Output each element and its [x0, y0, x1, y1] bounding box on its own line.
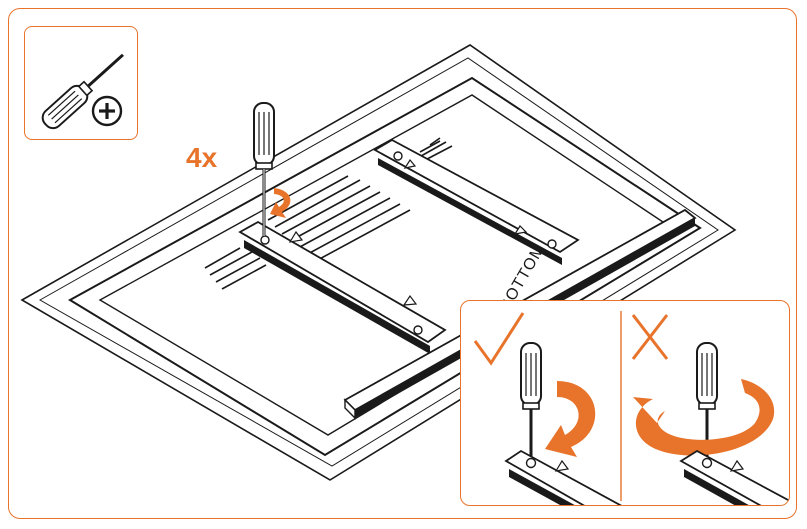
bracket-detail-incorrect [679, 449, 789, 505]
screwdriver-phillips-icon [41, 53, 124, 130]
rotation-arrow-icon [270, 188, 291, 218]
comparison-illustration [473, 311, 789, 505]
screw-count: 4x [186, 142, 218, 173]
screwdriver-main [253, 102, 275, 236]
checkmark-icon [473, 312, 525, 366]
bracket-detail-correct [504, 449, 622, 505]
screwdriver-incorrect [696, 342, 718, 461]
cross-icon [631, 314, 669, 360]
tool-panel [24, 26, 138, 140]
lower-bracket [238, 220, 447, 354]
instruction-frame [8, 8, 797, 519]
screwdriver-correct [520, 342, 542, 461]
vent-slots-lower [204, 247, 267, 290]
rotation-arrow-correct-icon [545, 381, 596, 457]
correct-vs-incorrect-panel [460, 300, 790, 506]
upper-bracket [373, 138, 580, 265]
rotation-arrow-incorrect-icon [633, 379, 775, 456]
